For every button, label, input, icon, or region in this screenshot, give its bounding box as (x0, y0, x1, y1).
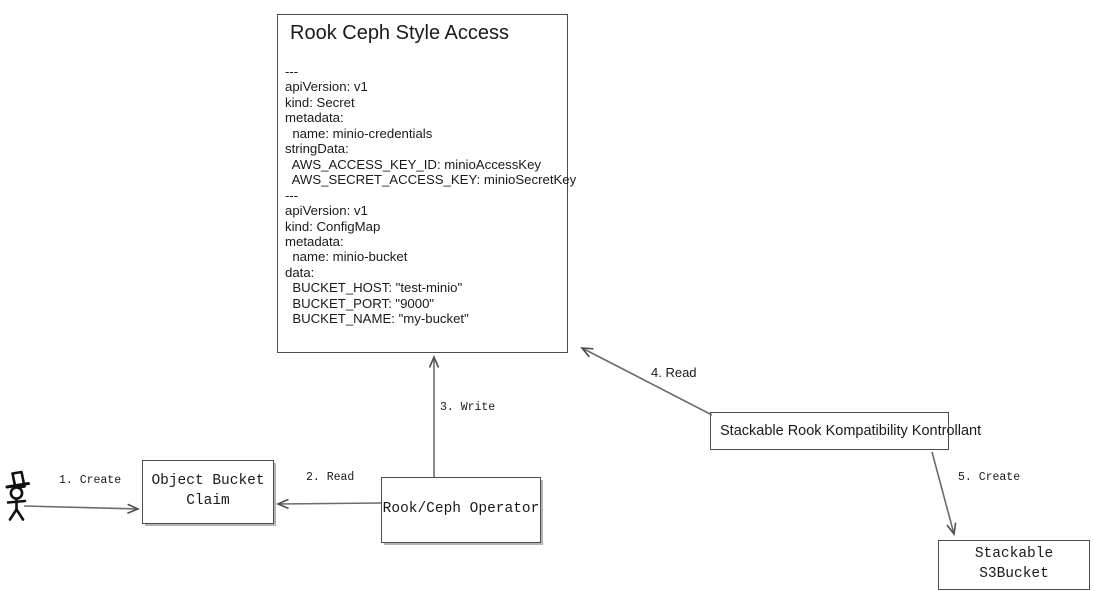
edge-label-5-create: 5. Create (958, 471, 1021, 484)
object-bucket-claim-shadow-right (274, 463, 276, 525)
edge-4-read (582, 348, 713, 416)
user-actor-icon (2, 470, 42, 522)
edge-label-3-write: 3. Write (440, 401, 496, 414)
node-object-bucket-claim[interactable]: Object Bucket Claim (142, 460, 274, 524)
node-stackable-s3bucket[interactable]: Stackable S3Bucket (938, 540, 1090, 590)
object-bucket-claim-shadow (145, 524, 276, 526)
rook-ceph-operator-shadow (384, 543, 543, 545)
edge-5-create (931, 451, 954, 534)
yaml-panel-title: Rook Ceph Style Access (290, 22, 509, 44)
rook-ceph-operator-shadow-right (541, 480, 543, 544)
edge-2-read (278, 503, 382, 504)
node-stackable-rook-kompatibility-kontrollant[interactable]: Stackable Rook Kompatibility Kontrollant (710, 412, 981, 450)
node-rook-ceph-style-access[interactable] (277, 14, 568, 353)
edge-label-4-read: 4. Read (651, 365, 697, 380)
node-rook-ceph-operator[interactable]: Rook/Ceph Operator (381, 477, 541, 543)
yaml-panel-body: --- apiVersion: v1 kind: Secret metadata… (285, 64, 577, 327)
edge-label-1-create: 1. Create (59, 474, 122, 487)
edge-label-2-read: 2. Read (306, 471, 355, 484)
